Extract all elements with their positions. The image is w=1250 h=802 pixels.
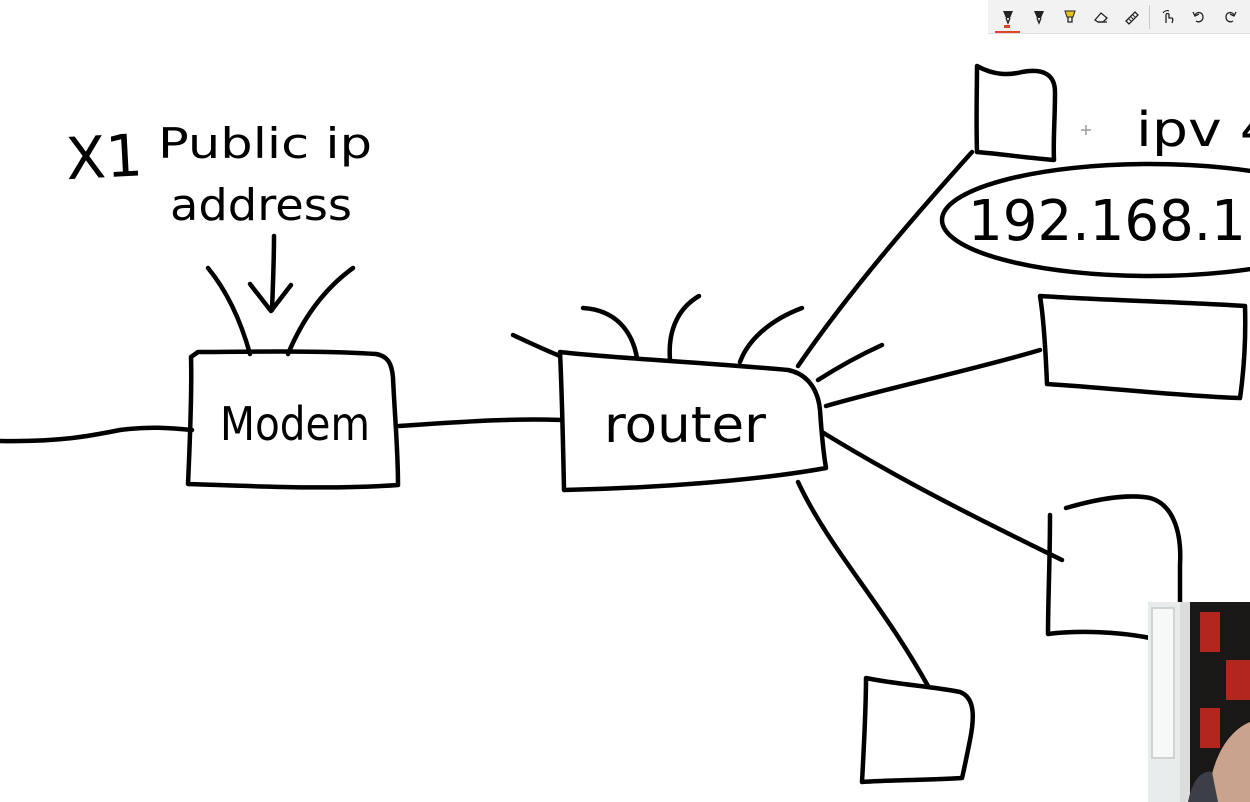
modem-label: Modem: [220, 397, 370, 451]
touch-writing-icon: [1162, 9, 1173, 23]
pencil-icon: [1033, 10, 1044, 25]
device-top: [974, 63, 1058, 163]
redo-button[interactable]: [1214, 0, 1245, 34]
undo-button[interactable]: [1183, 0, 1214, 34]
router-link-right: [823, 347, 1043, 409]
router-link-top: [795, 149, 975, 369]
redo-icon: [1224, 11, 1237, 22]
router-link-bottom: [795, 479, 931, 689]
annotation-address: address: [170, 180, 352, 231]
ruler-button[interactable]: [1116, 0, 1147, 34]
annotation-public-ip: Public ip: [158, 119, 372, 168]
eraser-button[interactable]: [1085, 0, 1116, 34]
internet-cable: [0, 425, 195, 444]
pencil-button[interactable]: [1023, 0, 1054, 34]
ballpoint-pen-button[interactable]: [992, 0, 1023, 34]
modem-device: Modem: [185, 265, 401, 490]
ip-version-label: ipv 4: [1136, 102, 1250, 158]
router-link-lower-right: [819, 429, 1065, 563]
modem-router-cable: [396, 417, 565, 429]
eraser-icon: [1093, 11, 1108, 23]
device-lower-right: [1045, 494, 1183, 643]
annotation-count: X1: [64, 121, 144, 193]
ink-toolbar: [988, 0, 1250, 34]
router-label: router: [604, 396, 766, 454]
highlighter-button[interactable]: [1054, 0, 1085, 34]
router-device: router: [510, 293, 829, 493]
pen-color-indicator: [1004, 24, 1010, 28]
undo-icon: [1191, 11, 1204, 22]
webcam-feed: [1148, 602, 1250, 802]
ballpoint-pen-icon: [1002, 10, 1013, 25]
webcam-overlay: [1148, 602, 1250, 802]
ip-address-highlight: 192.168.1.1: [939, 161, 1250, 279]
ruler-icon: [1124, 10, 1139, 25]
device-right: [1037, 293, 1248, 401]
pen-cursor-icon: [1081, 125, 1091, 135]
device-bottom: [859, 675, 976, 785]
toolbar-divider: [1149, 4, 1150, 29]
down-arrow-icon: [247, 233, 294, 314]
ip-address-label: 192.168.1.1: [968, 189, 1250, 254]
highlighter-icon: [1063, 10, 1076, 23]
touch-writing-button[interactable]: [1152, 0, 1183, 34]
router-link-short: [815, 342, 885, 383]
